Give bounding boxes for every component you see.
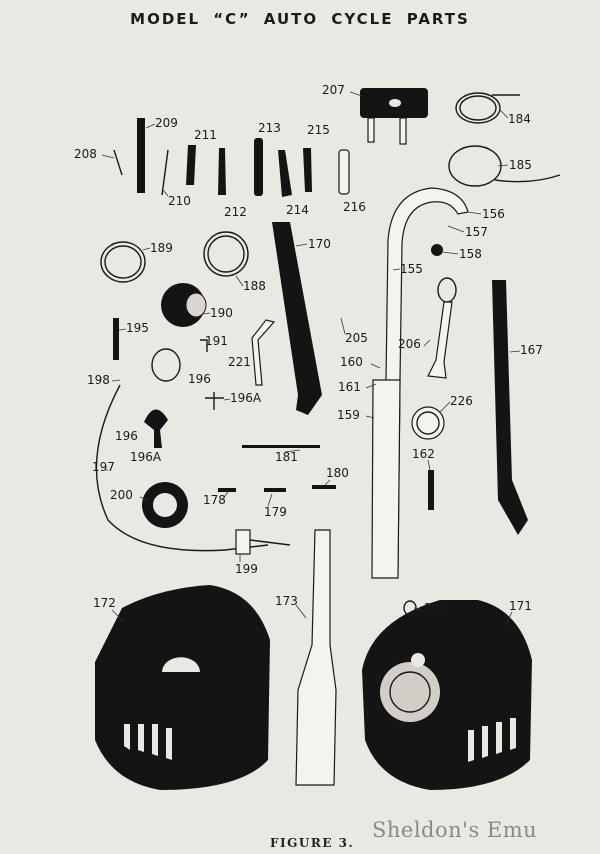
part-number: 157	[465, 225, 488, 239]
page-title: MODEL “C” AUTO CYCLE PARTS	[130, 10, 470, 28]
part-number: 196	[115, 429, 138, 443]
left-panel-part	[95, 585, 270, 790]
part-number: 170	[308, 237, 331, 251]
part-number: 185	[509, 158, 532, 172]
part-number: 207	[322, 83, 345, 97]
rods-pins	[218, 445, 434, 510]
part-number: 195	[126, 321, 149, 335]
figure-caption: FIGURE 3.	[270, 836, 355, 850]
small-parts	[113, 318, 224, 448]
part-number: 173	[275, 594, 298, 608]
part-number: 212	[224, 205, 247, 219]
leader-lines	[101, 91, 521, 627]
part-number: 179	[264, 505, 287, 519]
part-number: 158	[459, 247, 482, 261]
tools-group	[113, 118, 350, 197]
part-number: 189	[150, 241, 173, 255]
part-number: 196A	[130, 450, 162, 464]
right-panel-part	[362, 600, 532, 790]
lamp-part	[161, 283, 207, 327]
part-number: 155	[400, 262, 423, 276]
part-number: 167	[520, 343, 543, 357]
horn-part	[427, 277, 457, 379]
part-labels: 207 184 185 209 211 213 215 208 210 212 …	[74, 83, 543, 615]
frame-plate-part	[295, 529, 337, 786]
bracket-part	[251, 319, 276, 386]
part-number: 181	[275, 450, 298, 464]
part-number: 198	[87, 373, 110, 387]
part-number: 180	[326, 466, 349, 480]
control-cable-part	[95, 384, 269, 552]
part-number: 200	[110, 488, 133, 502]
part-number: 205	[345, 331, 368, 345]
part-number: 171	[509, 599, 532, 613]
stay-part	[272, 222, 322, 415]
part-number: 214	[286, 203, 309, 217]
part-number: 216	[343, 200, 366, 214]
sprocket-part	[142, 482, 188, 528]
part-number: 161	[338, 380, 361, 394]
part-number: 188	[243, 279, 266, 293]
part-number: 190	[210, 306, 233, 320]
part-number: 172	[93, 596, 116, 610]
part-number: 199	[235, 562, 258, 576]
part-number: 160	[340, 355, 363, 369]
part-number: 201	[424, 601, 447, 615]
part-number: 156	[482, 207, 505, 221]
part-number: 196A	[230, 391, 262, 405]
front-fork-part	[371, 187, 469, 579]
cable-loop-part	[448, 145, 561, 187]
part-number: 221	[228, 355, 251, 369]
part-number: 226	[450, 394, 473, 408]
part-number: 162	[412, 447, 435, 461]
coiled-cable-part	[455, 92, 520, 124]
part-number: 211	[194, 128, 217, 142]
gauge-part	[411, 406, 445, 440]
part-number: 196	[188, 372, 211, 386]
part-number: 213	[258, 121, 281, 135]
toolbox-part	[360, 88, 428, 145]
lever-part	[235, 529, 291, 555]
watermark-text: Sheldon's Emu	[372, 818, 538, 842]
coil-parts	[100, 231, 249, 283]
clip-part-201	[403, 600, 417, 616]
part-number: 206	[398, 337, 421, 351]
part-number: 209	[155, 116, 178, 130]
rear-stay-part	[492, 280, 528, 535]
part-number: 197	[92, 460, 115, 474]
part-number: 191	[205, 334, 228, 348]
part-number: 159	[337, 408, 360, 422]
part-number: 215	[307, 123, 330, 137]
part-number: 178	[203, 493, 226, 507]
part-number: 210	[168, 194, 191, 208]
part-number: 184	[508, 112, 531, 126]
part-number: 208	[74, 147, 97, 161]
